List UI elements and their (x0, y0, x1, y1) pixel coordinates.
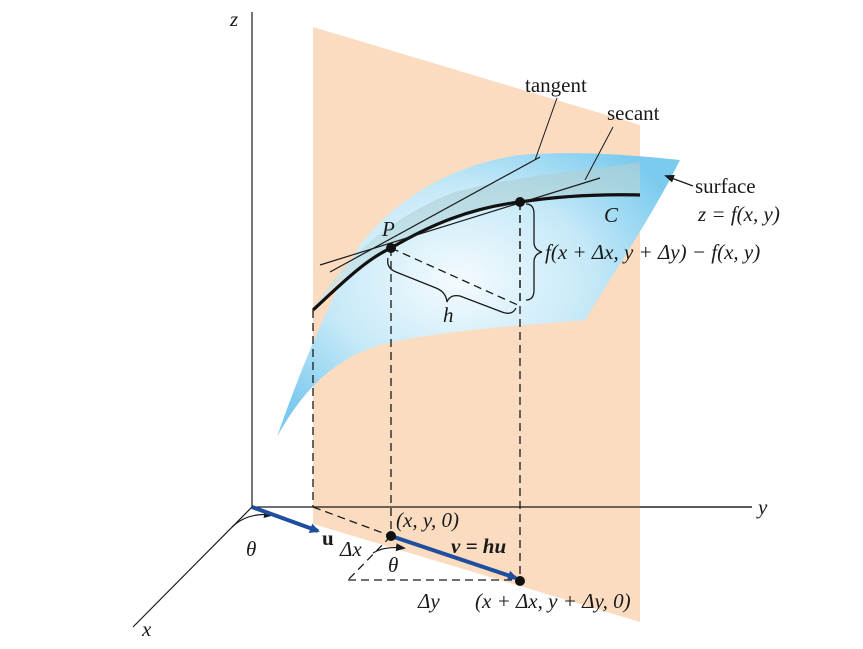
delta-y-label: Δy (417, 589, 440, 613)
vector-v (390, 534, 518, 581)
curve-c-label: C (604, 203, 619, 227)
v-equation-label: v = hu (451, 534, 506, 558)
diff-brace (525, 203, 543, 301)
h-brace (387, 257, 517, 314)
secant-leader (584, 126, 614, 181)
point-p-label: P (381, 217, 395, 241)
base-point-dot (386, 531, 396, 541)
tangent-label: tangent (525, 73, 587, 97)
unit-vector-u (251, 505, 320, 533)
surface-leader (664, 175, 694, 187)
tangent-leader (534, 97, 558, 161)
surface-patch (277, 153, 680, 438)
theta-base-arc (372, 543, 406, 554)
delta-x-label: Δx (339, 537, 362, 561)
end-point-label: (x + Δx, y + Δy, 0) (475, 589, 631, 613)
point-c-dot (515, 197, 525, 207)
base-point-label: (x, y, 0) (396, 508, 459, 532)
secant-line (319, 177, 601, 266)
difference-label: f(x + Δx, y + Δy) − f(x, y) (545, 240, 760, 264)
theta-origin-label: θ (246, 537, 256, 561)
dashed-guides (312, 202, 752, 581)
tangent-line (329, 156, 541, 273)
curve-c (311, 193, 641, 312)
z-axis-label: z (229, 7, 238, 31)
h-label: h (443, 303, 454, 327)
surface-equation-label: z = f(x, y) (697, 202, 780, 226)
point-p-dot (386, 243, 396, 253)
secant-label: secant (607, 101, 660, 125)
y-axis-label: y (756, 495, 768, 519)
surface-word-label: surface (695, 174, 756, 198)
end-point-dot (515, 576, 525, 586)
theta-base-label: θ (388, 553, 398, 577)
u-label: u (322, 526, 334, 550)
x-axis-label: x (141, 617, 152, 641)
